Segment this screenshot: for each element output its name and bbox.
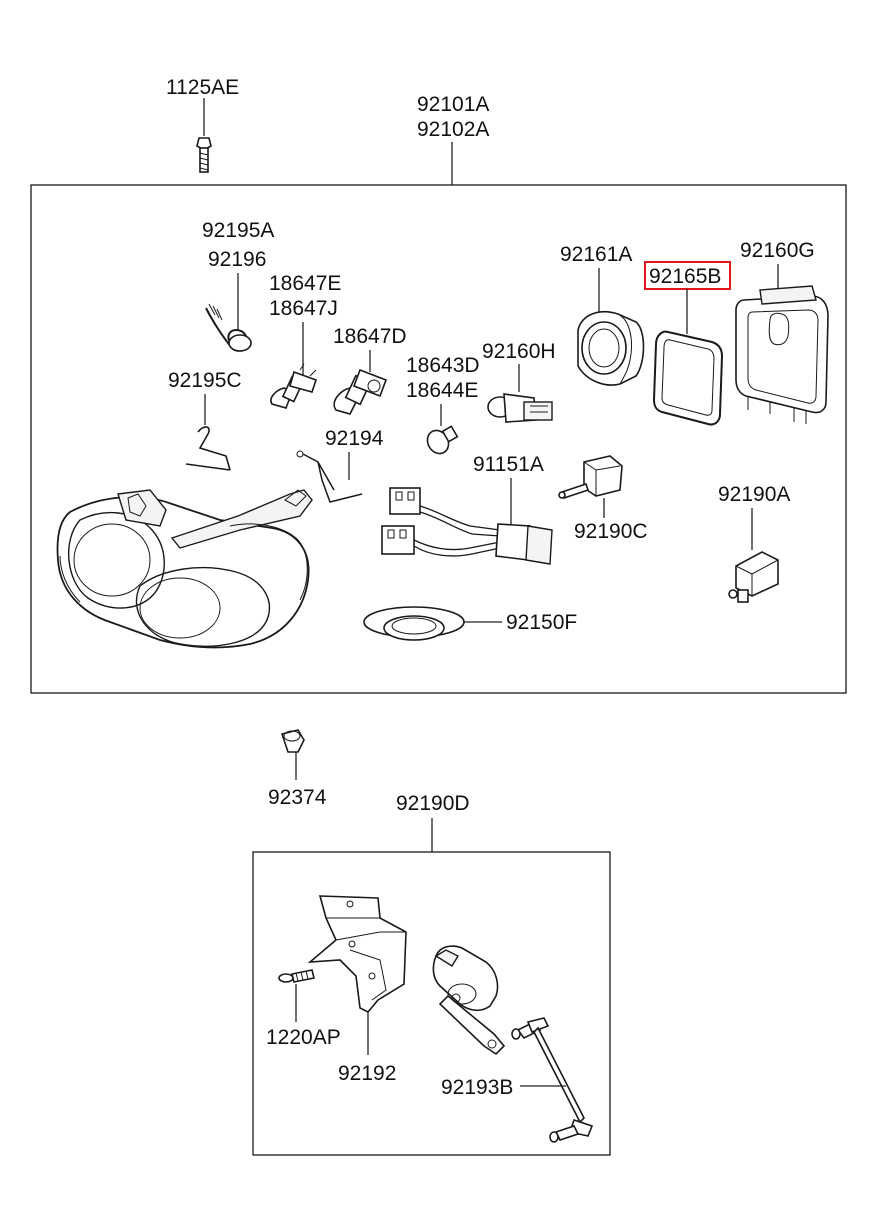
label-92190C[interactable]: 92190C: [574, 520, 648, 543]
label-91151A[interactable]: 91151A: [473, 453, 544, 476]
wire-clip-92195C-icon[interactable]: [185, 426, 231, 471]
retaining-ring-92161A-icon[interactable]: [577, 310, 645, 386]
wiring-harness-91151A-icon[interactable]: [381, 487, 553, 565]
bulb-18647E-icon[interactable]: [270, 363, 318, 409]
rear-cover-92160G-icon[interactable]: [735, 285, 829, 424]
label-92194[interactable]: 92194: [325, 427, 384, 450]
label-92190D[interactable]: 92190D: [396, 792, 470, 815]
cable-tie-clip-icon[interactable]: [205, 303, 252, 352]
label-18644E[interactable]: 18644E: [406, 379, 478, 402]
headlamp-assembly-frame: [30, 184, 847, 694]
label-92160H[interactable]: 92160H: [482, 340, 556, 363]
label-92195C[interactable]: 92195C: [168, 369, 242, 392]
bulb-18647D-icon[interactable]: [333, 368, 388, 415]
label-1125AE[interactable]: 1125AE: [166, 76, 239, 99]
label-18647D[interactable]: 18647D: [333, 325, 407, 348]
label-18647E[interactable]: 18647E: [269, 272, 341, 295]
label-92195A[interactable]: 92195A: [202, 219, 274, 242]
small-bulb-18643D-icon[interactable]: [423, 425, 459, 457]
label-92190A[interactable]: 92190A: [718, 483, 790, 506]
sensor-92190A-icon[interactable]: [728, 551, 779, 603]
leveling-unit-frame: [252, 851, 611, 1156]
label-1220AP[interactable]: 1220AP: [266, 1026, 341, 1049]
gasket-92165B-icon[interactable]: [652, 330, 724, 426]
bracket-92192-icon[interactable]: [307, 895, 407, 1013]
screw-1125AE-icon[interactable]: [196, 137, 212, 173]
spring-wire-92194-icon[interactable]: [296, 450, 363, 503]
label-92374[interactable]: 92374: [268, 786, 327, 809]
label-18647J[interactable]: 18647J: [269, 297, 338, 320]
grommet-92150F-icon[interactable]: [363, 606, 465, 641]
label-92160G[interactable]: 92160G: [740, 239, 815, 262]
label-92161A[interactable]: 92161A: [560, 243, 632, 266]
label-92101A[interactable]: 92101A: [417, 93, 489, 116]
headlamp-housing-icon[interactable]: [56, 489, 313, 649]
screw-1220AP-icon[interactable]: [278, 969, 315, 983]
clip-92374-icon[interactable]: [280, 729, 305, 753]
label-92165B[interactable]: 92165B: [649, 265, 721, 288]
label-92192[interactable]: 92192: [338, 1062, 396, 1085]
leveling-sensor-arm-icon[interactable]: [432, 945, 506, 1056]
highlight-box-92165B: [644, 261, 731, 290]
label-92150F[interactable]: 92150F: [506, 611, 577, 634]
label-92196[interactable]: 92196: [208, 248, 266, 271]
label-92193B[interactable]: 92193B: [441, 1076, 513, 1099]
bulb-socket-92160H-icon[interactable]: [487, 393, 553, 423]
actuator-92190C-icon[interactable]: [558, 455, 623, 500]
label-92102A[interactable]: 92102A: [417, 118, 489, 141]
label-18643D[interactable]: 18643D: [406, 354, 480, 377]
link-rod-92193B-icon[interactable]: [511, 1017, 594, 1143]
